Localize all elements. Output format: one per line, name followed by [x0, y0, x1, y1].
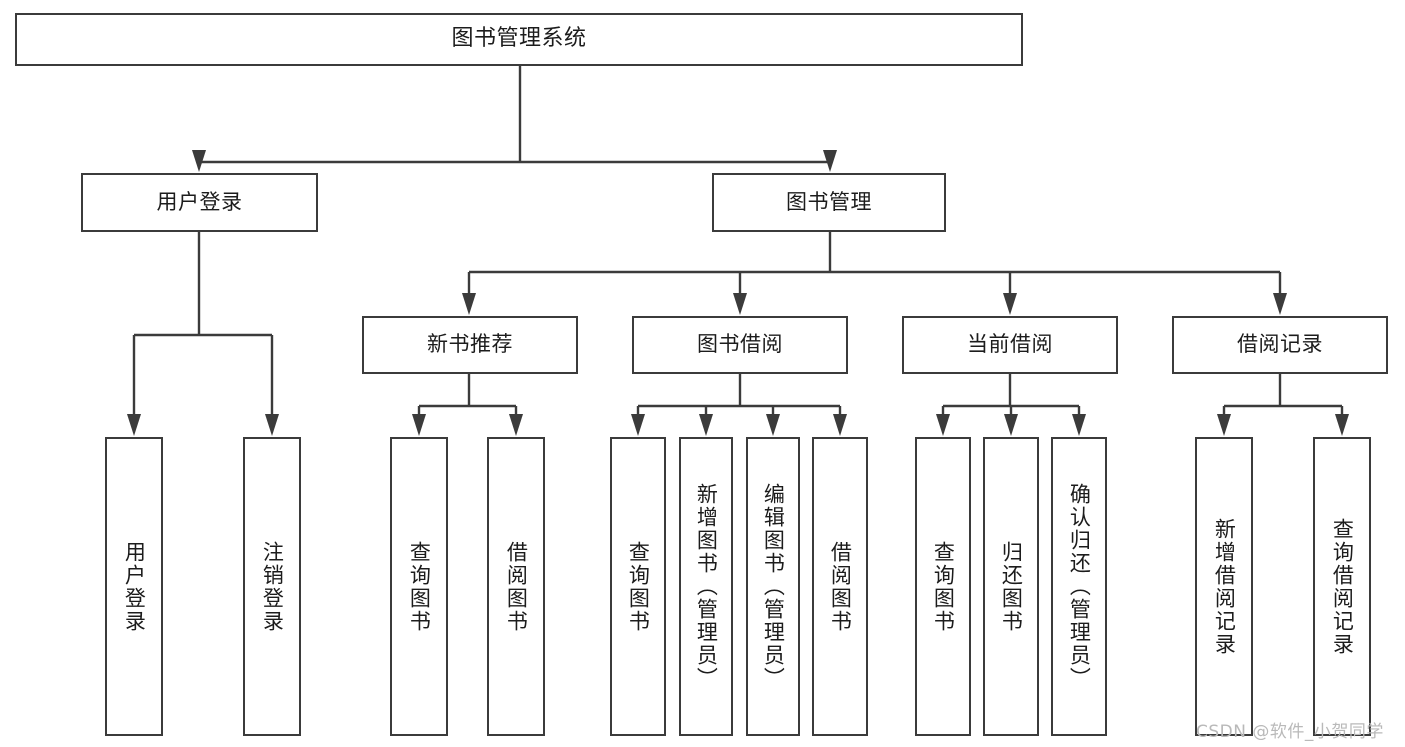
arrowhead-e-br-a: [1217, 414, 1231, 436]
node-new-book-rec[interactable]: 新书推荐: [362, 316, 578, 374]
arrowhead-e-bb-a: [631, 414, 645, 436]
arrowhead-e-cb-c: [1072, 414, 1086, 436]
node-label-leaf-query-book-borrow: 查询图书: [626, 540, 651, 633]
arrowhead-e-bm-a: [462, 293, 476, 315]
arrowhead-e-bb-c: [766, 414, 780, 436]
arrowhead-e-bm-d: [1273, 293, 1287, 315]
arrowhead-e-root-user-login: [192, 150, 206, 172]
node-label-root: 图书管理系统: [451, 26, 587, 52]
arrowhead-e-bb-b: [699, 414, 713, 436]
node-label-leaf-query-record: 查询借阅记录: [1330, 517, 1355, 656]
node-label-leaf-edit-book: 编辑图书（管理员）: [761, 483, 786, 690]
node-borrow-record[interactable]: 借阅记录: [1172, 316, 1388, 374]
node-label-leaf-add-book: 新增图书（管理员）: [694, 483, 719, 690]
node-label-book-manage: 图书管理: [786, 189, 872, 214]
node-leaf-add-book[interactable]: 新增图书（管理员）: [679, 437, 733, 736]
node-leaf-user-login[interactable]: 用户登录: [105, 437, 163, 736]
node-leaf-query-book-borrow[interactable]: 查询图书: [610, 437, 666, 736]
node-label-leaf-user-login: 用户登录: [122, 540, 147, 633]
arrowhead-e-cb-a: [936, 414, 950, 436]
node-leaf-borrow-book[interactable]: 借阅图书: [812, 437, 868, 736]
arrowhead-e-bm-c: [1003, 293, 1017, 315]
node-label-current-borrow: 当前借阅: [967, 332, 1053, 357]
node-current-borrow[interactable]: 当前借阅: [902, 316, 1118, 374]
node-label-user-login: 用户登录: [156, 189, 243, 214]
edge-group: [127, 66, 1349, 436]
node-label-borrow-record: 借阅记录: [1237, 332, 1323, 357]
arrowhead-e-bb-d: [833, 414, 847, 436]
node-book-borrow[interactable]: 图书借阅: [632, 316, 848, 374]
arrowhead-e-nb-b: [509, 414, 523, 436]
node-label-leaf-borrow-book: 借阅图书: [828, 540, 853, 633]
node-leaf-borrow-book-rec[interactable]: 借阅图书: [487, 437, 545, 736]
node-leaf-query-book-rec[interactable]: 查询图书: [390, 437, 448, 736]
node-label-new-book-rec: 新书推荐: [427, 332, 513, 357]
node-leaf-query-book-cur[interactable]: 查询图书: [915, 437, 971, 736]
node-label-leaf-add-record: 新增借阅记录: [1212, 517, 1237, 656]
node-label-leaf-return-book: 归还图书: [999, 540, 1024, 633]
node-book-manage[interactable]: 图书管理: [712, 173, 946, 232]
node-label-leaf-confirm-return: 确认归还（管理员）: [1067, 483, 1092, 690]
node-root[interactable]: 图书管理系统: [15, 13, 1023, 66]
arrowhead-e-cb-b: [1004, 414, 1018, 436]
node-leaf-add-record[interactable]: 新增借阅记录: [1195, 437, 1253, 736]
arrowhead-e-br-b: [1335, 414, 1349, 436]
arrowhead-e-bm-b: [733, 293, 747, 315]
node-label-leaf-query-book-cur: 查询图书: [931, 540, 956, 633]
arrowhead-e-nb-a: [412, 414, 426, 436]
node-leaf-logout[interactable]: 注销登录: [243, 437, 301, 736]
node-label-leaf-logout: 注销登录: [260, 540, 285, 633]
node-leaf-query-record[interactable]: 查询借阅记录: [1313, 437, 1371, 736]
node-leaf-edit-book[interactable]: 编辑图书（管理员）: [746, 437, 800, 736]
node-label-book-borrow: 图书借阅: [697, 332, 783, 357]
node-label-leaf-borrow-book-rec: 借阅图书: [504, 540, 529, 633]
node-leaf-return-book[interactable]: 归还图书: [983, 437, 1039, 736]
arrowhead-e-root-book-manage: [823, 150, 837, 172]
arrowhead-e-ul-b: [265, 414, 279, 436]
node-label-leaf-query-book-rec: 查询图书: [407, 540, 432, 633]
node-leaf-confirm-return[interactable]: 确认归还（管理员）: [1051, 437, 1107, 736]
arrowhead-e-ul-a: [127, 414, 141, 436]
node-user-login[interactable]: 用户登录: [81, 173, 318, 232]
